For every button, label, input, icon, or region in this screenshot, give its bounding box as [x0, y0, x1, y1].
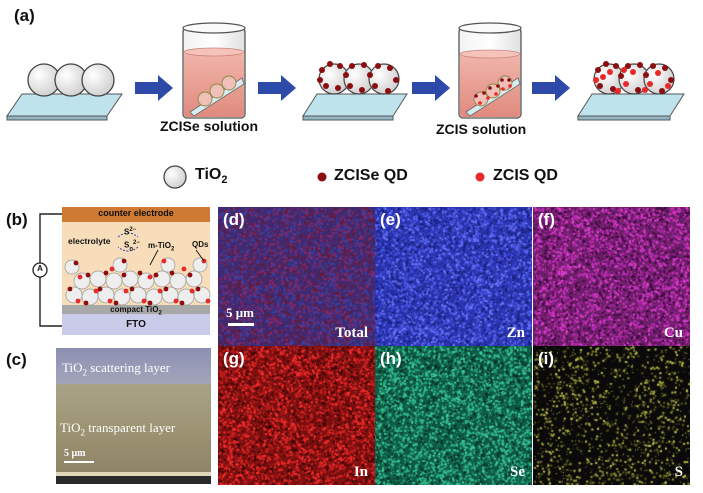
panel-label-h: (h) — [380, 349, 402, 368]
legend-zcis-label: ZCIS QD — [493, 167, 558, 184]
eds-map-zn: (e) Zn — [375, 207, 532, 346]
sem-cross-section: TiO2 scattering layer TiO2 transparent l… — [56, 348, 211, 484]
process-schematic — [6, 22, 685, 189]
sulfide-label: S2− — [124, 227, 137, 237]
m-tio2-label: m-TiO2 — [148, 241, 175, 253]
eds-map-total: (d) 5 μm Total — [218, 207, 375, 346]
panel-label-f: (f) — [538, 210, 555, 229]
arrow-4 — [532, 75, 570, 101]
eds-map-s: (i) S — [533, 346, 690, 485]
map-scale-bar — [228, 323, 254, 326]
arrow-2 — [258, 75, 296, 101]
sem-scale-bar — [64, 461, 94, 463]
sem-scale-label: 5 μm — [64, 448, 86, 459]
element-label-cu: Cu — [663, 325, 683, 341]
element-label-total: Total — [335, 325, 368, 341]
eds-map-canvas — [533, 346, 690, 485]
eds-map-canvas — [375, 346, 532, 485]
caption-zcis-solution: ZCIS solution — [436, 121, 527, 137]
electrolyte-label: electrolyte — [68, 236, 111, 246]
counter-electrode-label: counter electrode — [98, 208, 174, 218]
scattering-layer-label: TiO2 scattering layer — [62, 360, 170, 378]
ammeter-label: A — [37, 264, 43, 273]
panel-label-e: (e) — [380, 210, 401, 229]
beaker-zcise — [182, 22, 246, 119]
legend-zcise-label: ZCISe QD — [334, 167, 408, 184]
eds-map-canvas — [533, 207, 690, 346]
substrate-tio2 — [6, 63, 123, 121]
substrate-zcise — [302, 61, 408, 121]
beaker-zcis — [458, 22, 522, 119]
substrate-zcise-zcis — [577, 61, 685, 121]
panel-label-g: (g) — [223, 349, 245, 368]
fto-label: FTO — [126, 319, 146, 330]
legend-tio2-icon — [163, 165, 187, 189]
panel-label-d: (d) — [223, 210, 245, 229]
eds-map-in: (g) In — [218, 346, 375, 485]
panel-label-a: (a) — [14, 6, 35, 25]
panel-label-b: (b) — [6, 210, 28, 229]
polysulfide-label: Sn2− — [124, 240, 140, 253]
element-label-s: S — [674, 464, 683, 480]
eds-map-canvas — [218, 346, 375, 485]
caption-zcise-solution: ZCISe solution — [160, 118, 258, 134]
panel-label-c: (c) — [6, 350, 27, 369]
compact-tio2-label: compact TiO2 — [110, 305, 162, 317]
element-label-zn: Zn — [506, 325, 525, 341]
eds-map-se: (h) Se — [375, 346, 532, 485]
eds-map-canvas — [218, 207, 375, 346]
legend-tio2-label: TiO2 — [195, 166, 228, 187]
panel-label-i: (i) — [538, 349, 555, 368]
map-scale-label: 5 μm — [226, 305, 254, 320]
legend-zcise-icon — [317, 172, 327, 182]
eds-map-cu: (f) Cu — [533, 207, 690, 346]
qds-label: QDs — [192, 240, 209, 249]
eds-map-canvas — [375, 207, 532, 346]
element-label-in: In — [353, 464, 368, 480]
element-label-se: Se — [510, 464, 525, 480]
transparent-layer-label: TiO2 transparent layer — [60, 420, 176, 438]
arrow-1 — [135, 75, 173, 101]
arrow-3 — [412, 75, 450, 101]
legend-zcis-icon — [475, 172, 485, 182]
device-schematic — [32, 207, 211, 335]
